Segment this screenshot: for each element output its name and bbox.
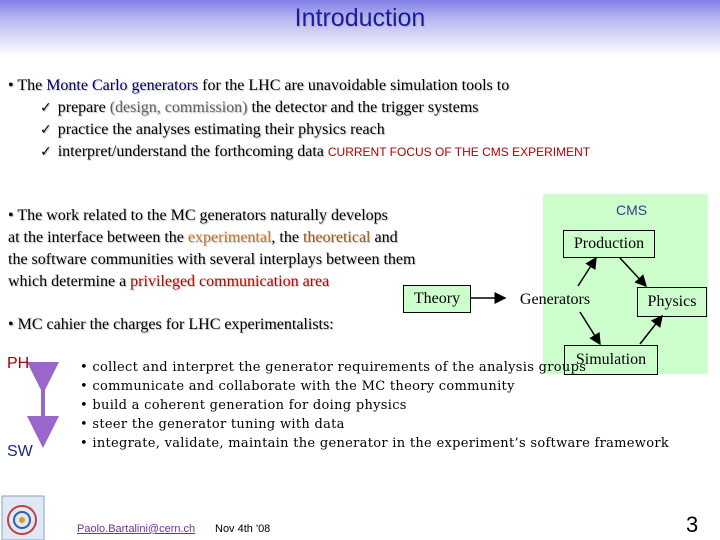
work-text: at the interface between the xyxy=(8,229,188,246)
work-text: and xyxy=(370,229,398,246)
intro-text: for the LHC are unavoidable simulation t… xyxy=(198,77,510,94)
task-item: • integrate, validate, maintain the gene… xyxy=(80,436,670,451)
check-item-prepare: ✓ prepare (design, commission) the detect… xyxy=(40,99,479,117)
check-icon: ✓ xyxy=(40,100,52,116)
check-icon: ✓ xyxy=(40,144,52,160)
work-line-4: which determine a privileged communicati… xyxy=(8,273,329,291)
check-text: practice the analyses estimating their p… xyxy=(57,121,385,138)
work-theoretical: theoretical xyxy=(302,229,371,246)
generators-to-production-arrow xyxy=(577,256,597,287)
bullet: • xyxy=(8,316,14,333)
cms-label: CMS xyxy=(616,202,648,218)
intro-highlight: Monte Carlo generators xyxy=(46,77,199,94)
intro-line: • The Monte Carlo generators for the LHC… xyxy=(8,77,509,95)
check-icon: ✓ xyxy=(40,122,52,138)
footer-email-link[interactable]: Paolo.Bartalini@cern.ch xyxy=(77,523,196,535)
work-text: which determine a xyxy=(8,273,131,290)
work-text: The work related to the MC generators na… xyxy=(17,207,388,224)
intro-text: The xyxy=(17,77,47,94)
simulation-box: Simulation xyxy=(564,345,658,375)
bullet: • xyxy=(8,77,14,94)
ph-label: PH xyxy=(7,355,30,372)
theory-box: Theory xyxy=(403,285,471,313)
work-line-3: the software communities with several in… xyxy=(8,251,416,268)
cahier-text: MC cahier the charges for LHC experiment… xyxy=(17,316,334,333)
check-text: interpret/understand the forthcoming dat… xyxy=(57,143,324,160)
check-text: the detector and the trigger systems xyxy=(251,99,479,116)
title-band xyxy=(0,0,720,56)
footer-date: Nov 4th '08 xyxy=(215,523,271,535)
work-line-1: • The work related to the MC generators … xyxy=(8,207,388,225)
production-to-physics-arrow xyxy=(619,257,648,288)
work-privileged: privileged communication area xyxy=(130,273,330,290)
slide-title: Introduction xyxy=(294,4,426,32)
task-item: • build a coherent generation for doing … xyxy=(80,398,407,413)
work-line-2: at the interface between the experimenta… xyxy=(8,229,398,247)
cms-logo-icon xyxy=(1,495,45,540)
sw-label: SW xyxy=(7,443,33,460)
bullet: • xyxy=(8,207,14,224)
task-item: • steer the generator tuning with data xyxy=(80,417,345,432)
generators-to-simulation-arrow xyxy=(579,311,601,346)
work-text: , the xyxy=(271,229,303,246)
page-number: 3 xyxy=(686,512,699,537)
task-item: • communicate and collaborate with the M… xyxy=(80,379,515,394)
production-box: Production xyxy=(563,230,655,258)
check-item-practice: ✓ practice the analyses estimating their … xyxy=(40,121,385,139)
cahier-line: • MC cahier the charges for LHC experime… xyxy=(8,316,334,334)
work-experimental: experimental xyxy=(187,229,272,246)
generators-label: Generators xyxy=(519,291,591,308)
check-text: prepare xyxy=(57,99,106,116)
check-item-interpret: ✓ interpret/understand the forthcoming da… xyxy=(40,143,590,161)
focus-note: CURRENT FOCUS OF THE CMS EXPERIMENT xyxy=(327,145,591,159)
physics-box: Physics xyxy=(637,287,707,317)
task-item: • collect and interpret the generator re… xyxy=(80,360,587,375)
check-text-grey: (design, commission) xyxy=(105,99,252,116)
cms-panel xyxy=(543,194,708,374)
simulation-to-physics-arrow xyxy=(639,314,663,345)
